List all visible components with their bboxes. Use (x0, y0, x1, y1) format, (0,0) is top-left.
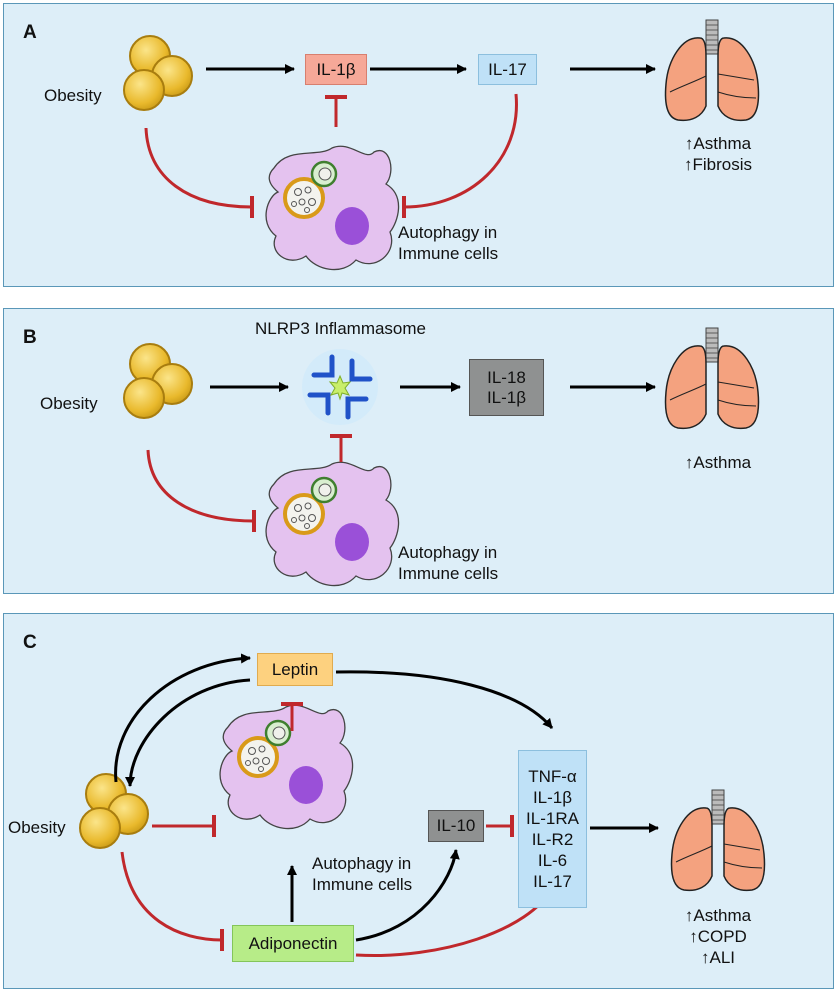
autophagy-label: Autophagy in Immune cells (398, 542, 498, 584)
panel-label-b: B (23, 327, 37, 348)
outcome-asthma: ↑Asthma (684, 906, 752, 925)
panel-label-c: C (23, 632, 37, 653)
autophagy-label-line-1: Autophagy in (398, 223, 498, 242)
inhibit-obesity-adiponectin (120, 851, 225, 952)
immune-cell-icon (218, 703, 355, 831)
outcome-asthma: ↑Asthma (684, 134, 752, 153)
lungs-icon (664, 327, 760, 430)
obesity-label: Obesity (44, 86, 102, 105)
inhibit-obesity-autophagy (146, 449, 257, 533)
cytokine-tnfa: TNF-α (528, 767, 577, 786)
inhibit-il17-autophagy (401, 93, 518, 219)
cytokine-il1b: IL-1β (532, 788, 573, 807)
outcome-list: ↑Asthma ↑COPD ↑ALI (663, 905, 773, 968)
il1b-label: IL-1β (316, 59, 356, 79)
arrow-leptin-obesity (125, 678, 251, 787)
obesity-label: Obesity (40, 394, 98, 413)
il1b-label: IL-1β (486, 387, 527, 407)
adiponectin-box: Adiponectin (232, 925, 354, 962)
immune-cell-icon (264, 460, 401, 588)
autophagy-label-line-2: Immune cells (312, 875, 413, 894)
adiponectin-label: Adiponectin (248, 933, 338, 953)
autophagy-label: Autophagy in Immune cells (398, 222, 498, 264)
outcome-list: ↑Asthma ↑Fibrosis (663, 133, 773, 175)
autophagy-label: Autophagy in Immune cells (312, 853, 412, 895)
inhibit-obesity-autophagy (144, 127, 255, 219)
outcome-list: ↑Asthma (663, 452, 773, 473)
panel-label-a: A (23, 22, 37, 43)
arrow-leptin-cytokines (335, 670, 554, 729)
il18-il1b-box: IL-18 IL-1β (469, 359, 544, 416)
il18-label: IL-18 (487, 367, 526, 387)
cytokine-ilr2: IL-R2 (531, 830, 574, 849)
il17-box: IL-17 (478, 54, 537, 85)
autophagy-label-line-2: Immune cells (398, 564, 499, 583)
il10-label: IL-10 (436, 816, 476, 835)
arrow-adiponectin-il10 (355, 849, 460, 942)
lungs-icon (670, 789, 766, 892)
il1b-box: IL-1β (305, 54, 367, 85)
cytokine-il6: IL-6 (537, 851, 568, 870)
outcome-fibrosis: ↑Fibrosis (683, 155, 752, 174)
leptin-box: Leptin (257, 653, 333, 686)
cytokine-il1ra: IL-1RA (526, 809, 579, 828)
obesity-label: Obesity (8, 818, 66, 837)
autophagy-label-line-2: Immune cells (398, 244, 499, 263)
fat-cells-icon (79, 773, 149, 849)
fat-cells-icon (123, 35, 193, 111)
outcome-ali: ↑ALI (700, 948, 736, 967)
arrow-obesity-leptin (114, 653, 251, 783)
inflammasome-icon (302, 349, 378, 425)
il10-box: IL-10 (428, 810, 484, 842)
cytokine-il17: IL-17 (533, 872, 572, 891)
immune-cell-icon (264, 144, 401, 272)
inflammasome-label: NLRP3 Inflammasome (255, 319, 427, 338)
lungs-icon (664, 19, 760, 122)
outcome-asthma: ↑Asthma (684, 453, 752, 472)
outcome-copd: ↑COPD (689, 927, 747, 946)
cytokines-box: TNF-α IL-1β IL-1RA IL-R2 IL-6 IL-17 (518, 750, 587, 908)
leptin-label: Leptin (271, 659, 319, 679)
fat-cells-icon (123, 343, 193, 419)
autophagy-label-line-1: Autophagy in (398, 543, 498, 562)
autophagy-label-line-1: Autophagy in (312, 854, 412, 873)
il17-label: IL-17 (488, 59, 527, 79)
